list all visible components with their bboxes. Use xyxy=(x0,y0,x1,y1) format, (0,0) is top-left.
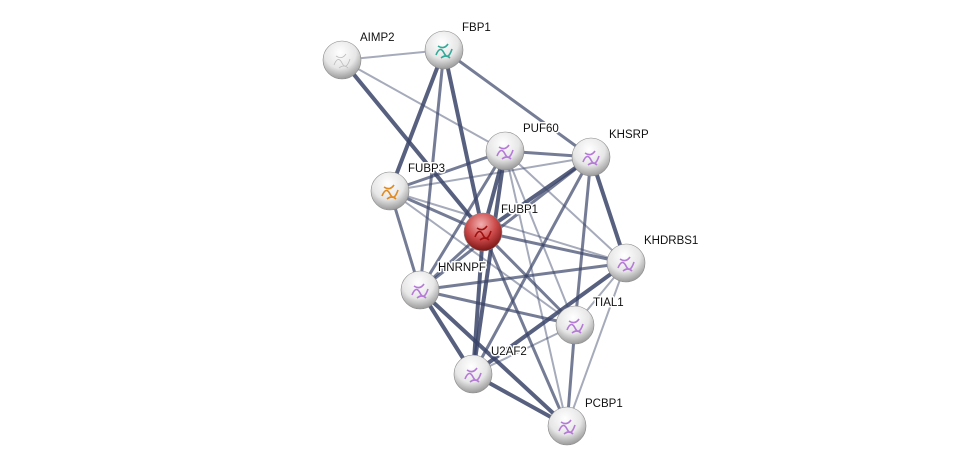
node-label: FBP1 xyxy=(462,22,491,34)
node-bubble[interactable] xyxy=(485,131,525,171)
edge-fubp1-pcbp1[interactable] xyxy=(481,230,569,428)
node-bubble[interactable] xyxy=(571,137,611,177)
node-tial1[interactable]: TIAL1 xyxy=(555,296,625,345)
purple-helix-structure-icon xyxy=(617,256,635,272)
edge-puf60-fubp3[interactable] xyxy=(388,149,507,193)
edge-khsrp-hnrnpf[interactable] xyxy=(418,155,593,292)
node-hnrnpf[interactable]: HNRNPF xyxy=(400,261,487,310)
node-label: FUBP3 xyxy=(408,163,445,175)
node-label: FUBP1 xyxy=(501,204,538,216)
edge-khsrp-fubp3[interactable] xyxy=(389,156,592,192)
node-label: PUF60 xyxy=(523,123,559,135)
node-fubp3[interactable]: FUBP3 xyxy=(370,162,447,211)
node-aimp2[interactable]: AIMP2 xyxy=(322,31,396,80)
node-bubble[interactable] xyxy=(400,270,440,310)
purple-structure-icon xyxy=(411,283,429,299)
edge-fbp1-hnrnpf[interactable] xyxy=(418,48,446,292)
edge-fubp1-khdrbs1[interactable] xyxy=(481,230,628,265)
node-bubble[interactable] xyxy=(463,212,503,252)
node-fbp1[interactable]: FBP1 xyxy=(424,21,492,70)
node-bubble[interactable] xyxy=(606,243,646,283)
node-khsrp[interactable]: KHSRP xyxy=(571,128,650,177)
edge-khsrp-u2af2[interactable] xyxy=(471,155,593,376)
purple-structure-icon xyxy=(558,419,576,435)
purple-structure-icon xyxy=(582,150,600,166)
node-label: KHSRP xyxy=(609,129,649,141)
node-khdrbs1[interactable]: KHDRBS1 xyxy=(606,234,700,283)
edge-khdrbs1-pcbp1[interactable] xyxy=(566,262,627,427)
node-label: AIMP2 xyxy=(360,32,395,44)
edge-puf60-u2af2[interactable] xyxy=(471,149,507,376)
node-bubble[interactable] xyxy=(424,30,464,70)
node-bubble[interactable] xyxy=(547,406,587,446)
node-fubp1[interactable]: FUBP1 xyxy=(463,203,540,252)
edge-puf60-hnrnpf[interactable] xyxy=(418,149,507,292)
red-structure-icon xyxy=(474,225,492,241)
node-puf60[interactable]: PUF60 xyxy=(485,122,560,171)
edge-aimp2-fubp1[interactable] xyxy=(340,58,485,234)
blank-structure-icon xyxy=(333,53,351,69)
node-pcbp1[interactable]: PCBP1 xyxy=(547,397,624,446)
node-label: HNRNPF xyxy=(438,262,486,274)
edge-fubp3-khdrbs1[interactable] xyxy=(389,190,627,264)
purple-structure-icon xyxy=(566,318,584,334)
multicolor-structure-icon xyxy=(435,43,453,59)
edge-hnrnpf-khdrbs1[interactable] xyxy=(418,261,628,292)
node-label: U2AF2 xyxy=(491,346,527,358)
node-bubble[interactable] xyxy=(322,40,362,80)
rainbow-structure-icon xyxy=(381,184,399,200)
edge-fbp1-fubp1[interactable] xyxy=(442,48,485,234)
node-bubble[interactable] xyxy=(453,354,493,394)
node-label: TIAL1 xyxy=(593,297,624,309)
edge-khdrbs1-u2af2[interactable] xyxy=(471,261,628,376)
node-bubble[interactable] xyxy=(555,305,595,345)
edge-puf60-tial1[interactable] xyxy=(504,150,576,326)
edge-puf60-pcbp1[interactable] xyxy=(504,150,568,427)
edge-fbp1-khsrp[interactable] xyxy=(442,48,593,159)
node-label: PCBP1 xyxy=(585,398,623,410)
node-u2af2[interactable]: U2AF2 xyxy=(453,345,528,394)
purple-structure-icon xyxy=(496,144,514,160)
edge-fbp1-fubp3[interactable] xyxy=(388,48,446,193)
purple-structure-icon xyxy=(464,367,482,383)
node-bubble[interactable] xyxy=(370,171,410,211)
node-label: KHDRBS1 xyxy=(644,235,698,247)
